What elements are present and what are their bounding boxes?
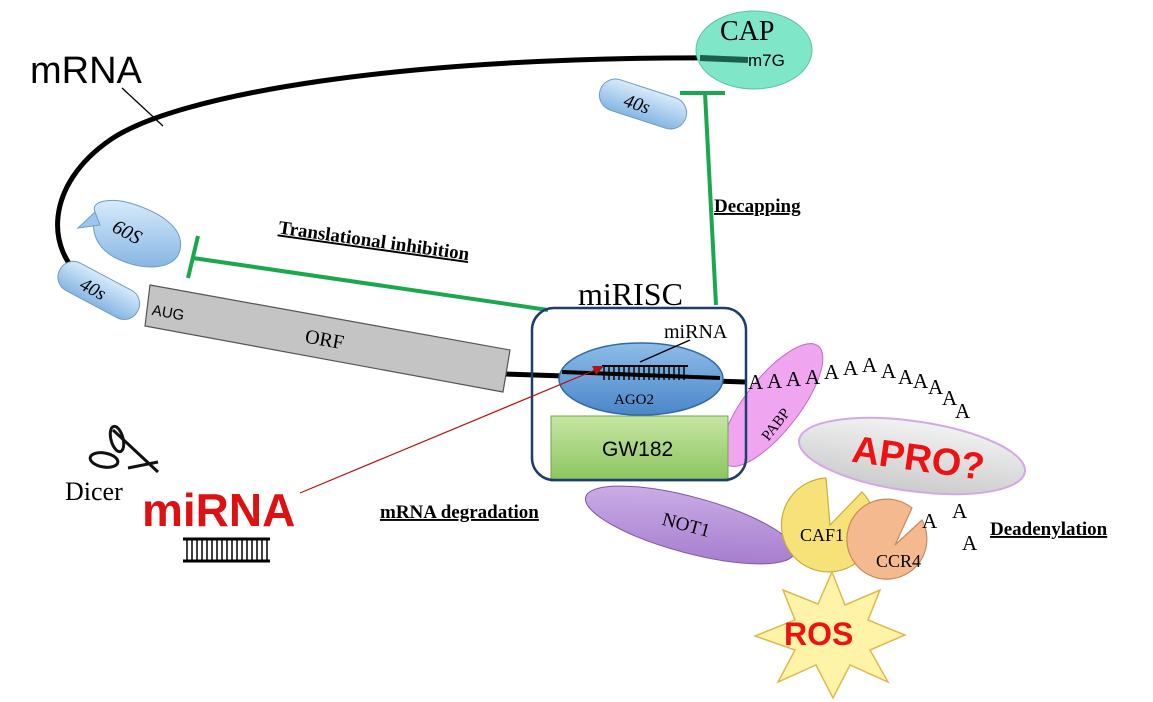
ago2: [558, 342, 724, 416]
poly-a-letter: A: [913, 369, 929, 393]
mrna-degradation-label: mRNA degradation: [380, 502, 539, 523]
cap-structure: [695, 10, 813, 90]
free-a-letter: A: [962, 531, 978, 555]
ribosome-40s-left: [57, 260, 141, 320]
decapping-label: Decapping: [714, 196, 801, 217]
free-a-letter: A: [922, 509, 938, 533]
ago2-label: AGO2: [614, 392, 654, 408]
poly-a-letter: A: [862, 353, 878, 377]
scissors-icon: [88, 424, 160, 474]
ros-label: ROS: [784, 616, 853, 652]
poly-a-letter: A: [748, 370, 764, 394]
poly-a-tail: A A A A A A A A A A A A A: [748, 353, 971, 423]
mirna-loading-arrowhead: [592, 366, 604, 375]
mirna-big-label: miRNA: [142, 484, 295, 536]
ribosome-60s-notch: [76, 211, 101, 229]
released-adenines: A A A: [922, 499, 978, 555]
m7g-label: m7G: [748, 51, 785, 70]
ccr4-label: CCR4: [876, 551, 921, 571]
decapping-line: [703, 92, 718, 306]
poly-a-letter: A: [928, 375, 944, 399]
dicer-label: Dicer: [65, 477, 123, 506]
free-a-letter: A: [952, 499, 968, 523]
orf-box: [144, 284, 511, 393]
poly-a-letter: A: [767, 369, 783, 393]
gw182-label: GW182: [602, 438, 673, 461]
mirna-duplex-small: [602, 365, 688, 380]
poly-a-letter: A: [898, 365, 914, 389]
ccr4: [846, 498, 928, 580]
caf1-label: CAF1: [800, 525, 844, 545]
ribosome-40s-top: [598, 78, 688, 130]
apro: [798, 416, 1026, 496]
poly-a-letter: A: [786, 367, 802, 391]
mirna-small-label: miRNA: [664, 321, 728, 343]
mirna-duplex-large: [183, 537, 270, 563]
ribosome-60s: [93, 199, 182, 268]
mirna-small-leader: [639, 339, 691, 363]
aug-label: AUG: [151, 302, 186, 324]
m7g-stem: [699, 55, 749, 63]
poly-a-letter: A: [843, 356, 859, 380]
mirisc-complex-box: [530, 306, 748, 482]
cap-label: CAP: [720, 16, 774, 47]
mrna-backbone: [55, 55, 736, 282]
ros-starburst: [752, 570, 907, 700]
poly-a-letter: A: [955, 399, 971, 423]
mrna-label: mRNA: [30, 50, 143, 92]
mirisc-label: miRISC: [578, 276, 683, 312]
poly-a-letter: A: [942, 386, 958, 410]
mrna-label-leader: [121, 87, 164, 127]
translational-inhibition-line: [192, 256, 549, 312]
translational-inhibition-bar: [186, 235, 200, 279]
gw182: [550, 415, 729, 482]
poly-a-letter: A: [805, 365, 821, 389]
translational-inhibition-label: Translational inhibition: [277, 218, 471, 266]
poly-a-letter: A: [881, 359, 897, 383]
deadenylation-label: Deadenylation: [990, 519, 1108, 540]
poly-a-letter: A: [824, 360, 840, 384]
mirna-loading-arrow: [299, 367, 601, 494]
